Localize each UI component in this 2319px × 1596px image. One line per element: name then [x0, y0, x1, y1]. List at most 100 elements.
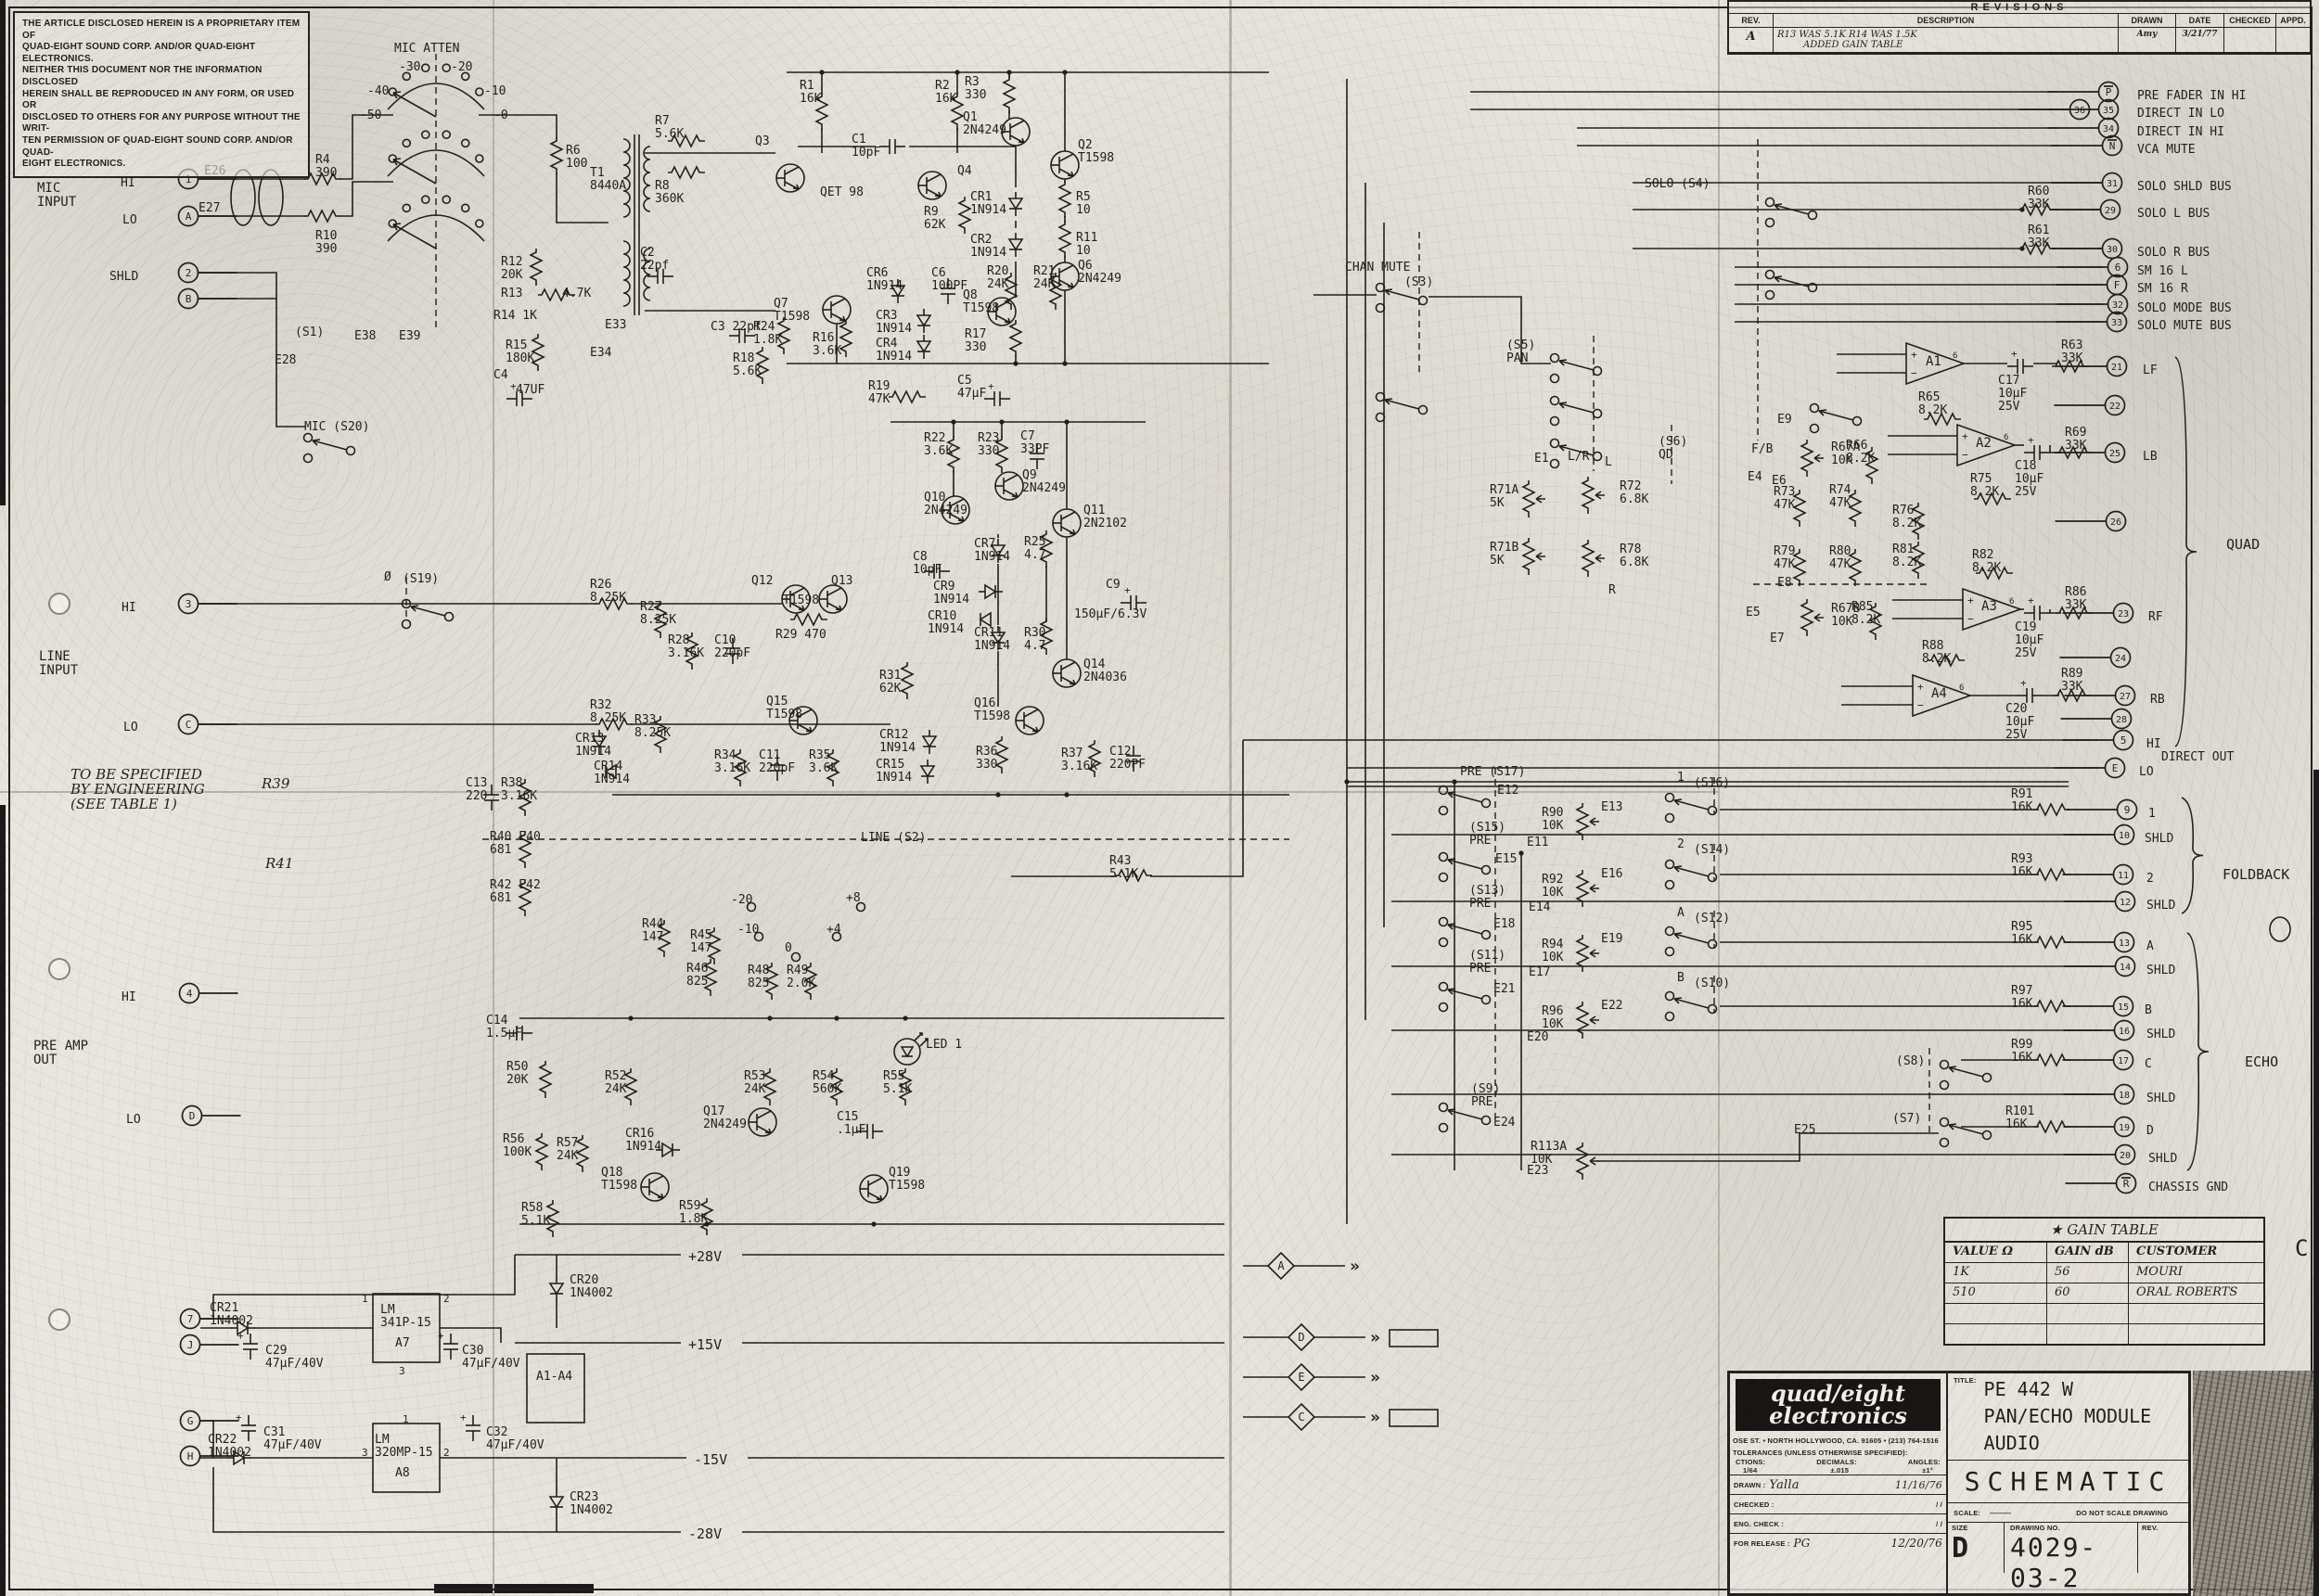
gain-row2-customer: ORAL ROBERTS	[2136, 1285, 2238, 1299]
wire	[556, 172, 609, 223]
company-address: OSE ST. • NORTH HOLLYWOOD, CA. 91605 • (…	[1733, 1436, 1939, 1445]
schematic-label: (S16)	[1694, 776, 1730, 790]
svg-text:»: »	[1370, 1328, 1380, 1347]
schematic-label: E25	[1794, 1123, 1815, 1137]
pcap-symbol: +	[460, 1411, 480, 1441]
tolerances-label: TOLERANCES (UNLESS OTHERWISE SPECIFIED):	[1733, 1449, 1908, 1457]
schematic-label: E28	[275, 353, 296, 367]
sw-symbol	[1664, 926, 1718, 957]
schematic-label: E15	[1495, 852, 1517, 866]
desc-col-header: DESCRIPTION	[1774, 14, 2119, 28]
svg-text:6: 6	[1953, 351, 1957, 361]
schematic-label: LO	[123, 721, 138, 734]
schematic-label: SHLD	[2146, 964, 2175, 977]
sw-symbol	[1939, 1059, 1992, 1091]
pot-symbol	[1521, 538, 1545, 575]
res-symbol	[900, 662, 915, 699]
opamp-symbol: +−6	[1956, 423, 2018, 467]
pin-9: 9	[2066, 798, 2138, 821]
chev-symbol: »	[1370, 1368, 1380, 1387]
schematic-label: LO	[2139, 765, 2154, 779]
res-symbol	[699, 1198, 714, 1235]
sw-symbol	[1664, 990, 1718, 1022]
schematic-label: QUAD	[2226, 536, 2260, 553]
drawn-date: 11/16/76	[1894, 1478, 1942, 1491]
junction-dot	[834, 1015, 839, 1021]
tr-symbol	[788, 706, 818, 735]
schematic-label: -0	[493, 109, 508, 122]
gain-row3-gain	[2047, 1304, 2129, 1323]
res-symbol	[1911, 542, 1926, 579]
res-symbol	[950, 93, 965, 130]
res-symbol	[2033, 867, 2070, 882]
pin-J: J	[179, 1334, 239, 1356]
wire	[199, 272, 277, 299]
junction-dot	[871, 1221, 877, 1227]
svg-text:+: +	[2028, 434, 2034, 446]
res-symbol	[1792, 490, 1807, 527]
schematic-label: E27	[199, 201, 220, 215]
pin-29: 29	[2049, 198, 2121, 221]
schematic-label: LF	[2143, 364, 2158, 377]
schematic-label: E11	[1527, 836, 1548, 849]
junction-dot	[999, 419, 1005, 425]
pin-H: H	[179, 1445, 239, 1467]
schematic-label: Q4	[957, 164, 972, 178]
schematic-label: A1-A4	[536, 1370, 572, 1384]
c4-symbol	[790, 951, 801, 963]
res-symbol	[1057, 221, 1072, 258]
svg-text:−: −	[1962, 449, 1968, 461]
schematic-label: (S9)PRE	[1471, 1082, 1500, 1109]
res-symbol	[538, 287, 575, 302]
schematic-label: SM 16 L	[2137, 264, 2188, 278]
schematic-label: 4.7K	[562, 287, 591, 300]
schematic-label: 150μF/6.3V	[1074, 607, 1147, 621]
box-symbol	[1389, 1329, 1439, 1347]
res-symbol	[653, 716, 668, 753]
schematic-label: B	[1677, 971, 1685, 985]
svg-text:14: 14	[2120, 963, 2131, 973]
res-symbol	[2033, 802, 2070, 817]
res-symbol	[1868, 603, 1883, 640]
pcap-symbol: +	[2024, 594, 2050, 620]
sw-symbol	[1438, 785, 1492, 816]
pin-6: 6	[2056, 256, 2129, 278]
res-symbol	[545, 1200, 560, 1237]
schematic-label: A7	[395, 1336, 410, 1350]
schematic-label: HI	[122, 601, 136, 615]
release-signature: PG	[1793, 1537, 1811, 1550]
fan-symbol	[387, 195, 485, 249]
schematic-label: VCA MUTE	[2137, 143, 2196, 157]
cap-symbol	[857, 1124, 883, 1139]
pin-P: P	[2047, 81, 2120, 103]
hole-symbol	[48, 593, 70, 615]
connector-diamond-A: A	[1266, 1251, 1296, 1281]
res-symbol	[518, 879, 532, 916]
gain-table-title: ★ GAIN TABLE	[1945, 1219, 2263, 1243]
d-symbol	[548, 1277, 565, 1301]
svg-text:+: +	[988, 380, 994, 392]
cap-symbol	[484, 785, 499, 811]
d-symbol	[919, 760, 936, 784]
